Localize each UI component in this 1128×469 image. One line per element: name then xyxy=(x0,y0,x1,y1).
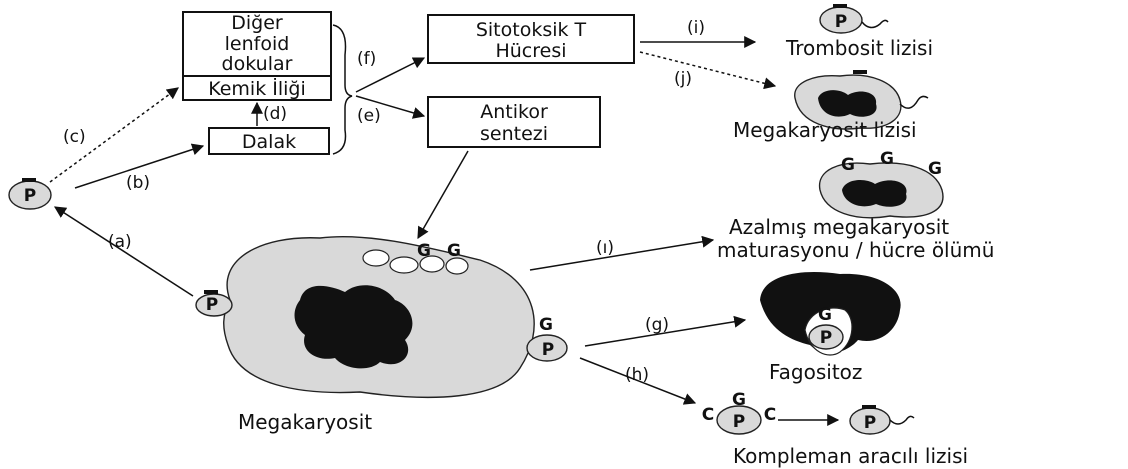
curly-brace xyxy=(333,25,352,154)
arrow-antikor-to-cell xyxy=(418,151,468,238)
svg-text:C: C xyxy=(702,405,714,425)
lysed-platelet-final: P xyxy=(850,405,914,434)
sitotoksik-line2: Hücresi xyxy=(495,40,566,62)
step-a: (a) xyxy=(108,232,132,252)
svg-text:G: G xyxy=(447,241,461,261)
svg-text:G: G xyxy=(539,315,553,335)
svg-text:G: G xyxy=(841,155,855,175)
box-diger-lenfoid-dokular: Diğer lenfoid dokular xyxy=(183,12,331,76)
trombosit-label: Trombosit lizisi xyxy=(785,36,933,60)
platelet-free: P xyxy=(9,178,51,209)
box-antikor-sentezi: Antikor sentezi xyxy=(428,97,600,147)
step-h: (h) xyxy=(625,365,649,385)
box-dalak: Dalak xyxy=(209,128,329,154)
svg-text:P: P xyxy=(206,295,218,315)
fagositoz-label: Fagositoz xyxy=(769,360,862,384)
step-d: (d) xyxy=(263,104,287,124)
kemik-label: Kemik İliği xyxy=(208,77,306,100)
svg-text:P: P xyxy=(733,412,745,432)
step-e: (e) xyxy=(357,106,381,126)
arrow-j xyxy=(640,52,775,86)
megakaryocyte-cell: P G G P G xyxy=(196,237,567,398)
svg-text:G: G xyxy=(732,390,746,410)
svg-text:P: P xyxy=(24,186,36,206)
antikor-line2: sentezi xyxy=(480,123,548,145)
step-g: (g) xyxy=(645,315,669,335)
step-j: (j) xyxy=(674,69,692,89)
arrow-l xyxy=(530,240,713,270)
step-b: (b) xyxy=(126,173,150,193)
step-i: (i) xyxy=(687,18,705,38)
svg-text:P: P xyxy=(864,413,876,433)
diger-line3: dokular xyxy=(222,53,293,75)
diger-line1: Diğer xyxy=(231,12,283,34)
svg-text:G: G xyxy=(928,159,942,179)
kompleman-label: Kompleman aracılı lizisi xyxy=(733,444,968,468)
step-c: (c) xyxy=(63,127,86,147)
svg-text:G: G xyxy=(417,241,431,261)
complement-coated-platelet: P G C C xyxy=(702,390,776,434)
sitotoksik-line1: Sitotoksik T xyxy=(476,19,587,41)
svg-text:G: G xyxy=(880,149,894,169)
azalmis-line2: maturasyonu / hücre ölümü xyxy=(717,238,994,262)
svg-text:C: C xyxy=(764,405,776,425)
azalmis-line1: Azalmış megakaryosit xyxy=(729,215,949,239)
step-l: (ı) xyxy=(596,238,614,258)
dalak-label: Dalak xyxy=(242,131,296,153)
phagocyte: P G xyxy=(760,272,901,355)
svg-text:P: P xyxy=(820,328,832,348)
svg-text:P: P xyxy=(542,340,554,360)
megakaryosit-lizisi-label: Megakaryosit lizisi xyxy=(733,118,917,142)
antibody-coated-megakaryocyte: G G G xyxy=(820,149,943,218)
diger-line2: lenfoid xyxy=(225,33,290,55)
svg-text:P: P xyxy=(835,12,847,32)
antikor-line1: Antikor xyxy=(480,101,548,123)
megakaryosit-label: Megakaryosit xyxy=(238,410,372,434)
box-kemik-iligi: Kemik İliği xyxy=(183,76,331,100)
svg-text:G: G xyxy=(818,305,832,325)
box-sitotoksik-t: Sitotoksik T Hücresi xyxy=(428,15,634,63)
step-f: (f) xyxy=(357,49,376,69)
lysed-platelet: P xyxy=(820,4,888,33)
